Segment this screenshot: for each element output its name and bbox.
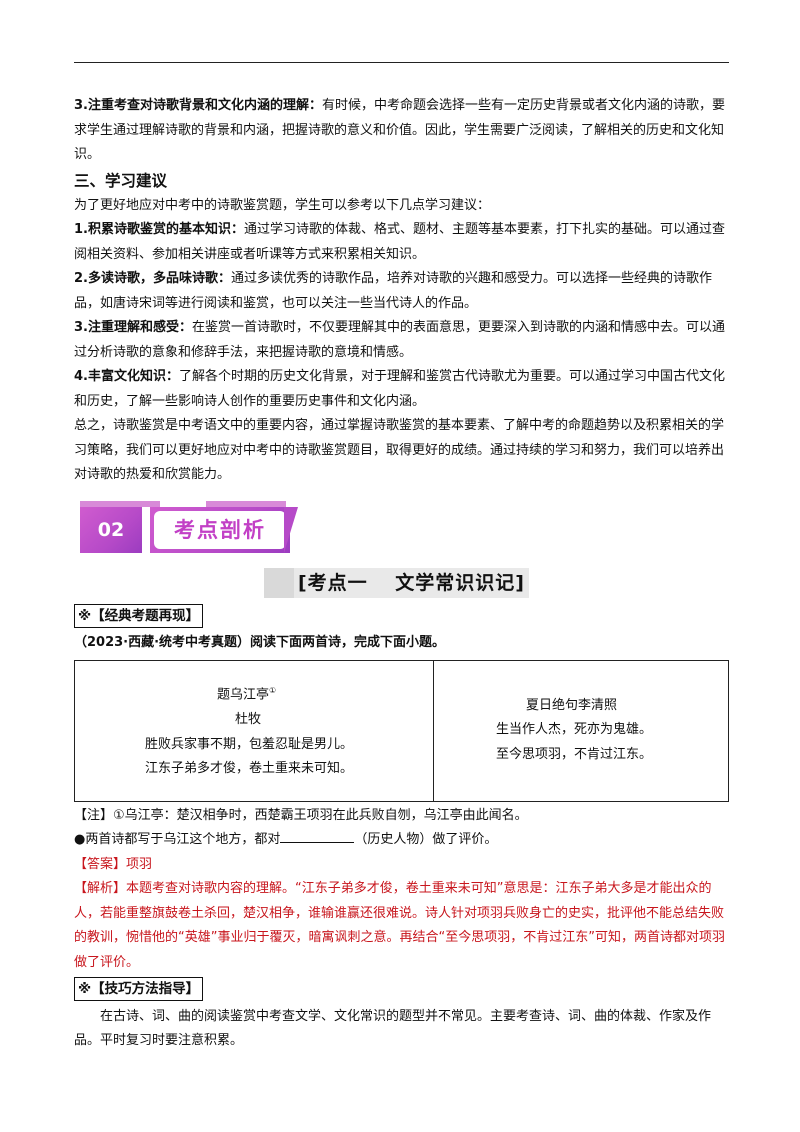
document-body: 3.注重考查对诗歌背景和文化内涵的理解：有时候，中考命题会选择一些有一定历史背景… [74, 94, 729, 1054]
banner-wedge [284, 506, 298, 553]
suggestion-text: 通过学习诗歌的体裁、格式、题材、主题等基本要素，打下扎实的基础。可以通过查阅相关… [74, 222, 725, 262]
analysis-label: 【解析】 [74, 881, 127, 896]
poem-right: 夏日绝句李清照 生当作人杰，死亦为鬼雄。 至今思项羽，不肯过江东。 [434, 661, 728, 801]
paragraph-3-text: 有时候，中考命题会选择一些有一定历史背景或者文化内涵的诗歌，要求学生通过理解诗歌… [74, 98, 725, 162]
exam-point-title: [考点一 文学常识识记] [294, 567, 529, 598]
poem-line: 胜败兵家事不期，包羞忍耻是男儿。 [145, 736, 354, 752]
poem-author: 杜牧 [235, 712, 262, 728]
poem-title: 题乌江亭① [217, 686, 277, 703]
suggestion-3: 3.注重理解和感受：在鉴赏一首诗歌时，不仅要理解其中的表面意思，更要深入到诗歌的… [74, 316, 729, 365]
footnote-mark: ① [269, 686, 277, 696]
answer-label: 【答案】 [74, 856, 127, 872]
suggestion-text: 通过多读优秀的诗歌作品，培养对诗歌的兴趣和感受力。可以选择一些经典的诗歌作品，如… [74, 271, 712, 311]
suggestion-lead: 2.多读诗歌，多品味诗歌： [74, 271, 231, 286]
analysis-text: 本题考查对诗歌内容的理解。“江东子弟多才俊，卷土重来未可知”意思是：江东子弟大多… [74, 881, 725, 970]
question-text: ●两首诗都写于乌江这个地方，都对（历史人物）做了评价。 [74, 828, 729, 853]
suggestion-lead: 1.积累诗歌鉴赏的基本知识： [74, 222, 244, 237]
suggestion-lead: 3.注重理解和感受： [74, 320, 192, 335]
poem-line: 生当作人杰，死亦为鬼雄。 [496, 722, 653, 738]
question-source: （2023·西藏·统考中考真题）阅读下面两首诗，完成下面小题。 [74, 635, 446, 650]
answer-line: 【答案】项羽 [74, 853, 729, 878]
tips-label: ※【技巧方法指导】 [74, 977, 204, 1001]
tips-text: 在古诗、词、曲的阅读鉴赏中考查文学、文化常识的题型并不常见。主要考查诗、词、曲的… [74, 1008, 712, 1049]
banner-title-box: 考点剖析 [150, 506, 290, 553]
suggestion-4: 4.丰富文化知识：了解各个时期的历史文化背景，对于理解和鉴赏古代诗歌尤为重要。可… [74, 365, 729, 414]
classic-question-label: ※【经典考题再现】 [74, 603, 204, 628]
summary-paragraph: 总之，诗歌鉴赏是中考语文中的重要内容，通过掌握诗歌鉴赏的基本要素、了解中考的命题… [74, 418, 725, 482]
exam-point-header: [考点一 文学常识识记] [74, 564, 729, 604]
answer-value: 项羽 [126, 856, 153, 872]
paragraph-3: 3.注重考查对诗歌背景和文化内涵的理解：有时候，中考命题会选择一些有一定历史背景… [74, 94, 729, 168]
answer-blank[interactable] [280, 828, 355, 843]
suggestion-2: 2.多读诗歌，多品味诗歌：通过多读优秀的诗歌作品，培养对诗歌的兴趣和感受力。可以… [74, 267, 729, 316]
exam-point-marker [264, 567, 294, 598]
classic-label-row: ※【经典考题再现】 [74, 603, 729, 630]
paragraph-3-lead: 3.注重考查对诗歌背景和文化内涵的理解： [74, 98, 322, 113]
poem-note: 【注】①乌江亭：楚汉相争时，西楚霸王项羽在此兵败自刎，乌江亭由此闻名。 [74, 807, 528, 823]
suggestion-1: 1.积累诗歌鉴赏的基本知识：通过学习诗歌的体裁、格式、题材、主题等基本要素，打下… [74, 218, 729, 267]
suggestion-lead: 4.丰富文化知识： [74, 369, 179, 384]
section-banner: 02 考点剖析 [74, 498, 729, 560]
poem-table: 题乌江亭① 杜牧 胜败兵家事不期，包羞忍耻是男儿。 江东子弟多才俊，卷土重来未可… [74, 659, 729, 802]
poem-line: 江东子弟多才俊，卷土重来未可知。 [145, 761, 354, 777]
banner-number: 02 [80, 506, 142, 553]
banner-stripe [80, 500, 160, 507]
suggestion-text: 了解各个时期的历史文化背景，对于理解和鉴赏古代诗歌尤为重要。可以通过学习中国古代… [74, 369, 725, 409]
poem-title: 夏日绝句李清照 [526, 697, 618, 713]
intro-text: 为了更好地应对中考中的诗歌鉴赏题，学生可以参考以下几点学习建议： [74, 197, 491, 213]
banner-title: 考点剖析 [154, 510, 286, 549]
banner-stripe [206, 500, 286, 507]
poem-left: 题乌江亭① 杜牧 胜败兵家事不期，包羞忍耻是男儿。 江东子弟多才俊，卷土重来未可… [75, 660, 434, 801]
analysis-paragraph: 【解析】本题考查对诗歌内容的理解。“江东子弟多才俊，卷土重来未可知”意思是：江东… [74, 877, 729, 975]
suggestion-text: 在鉴赏一首诗歌时，不仅要理解其中的表面意思，更要深入到诗歌的内涵和情感中去。可以… [74, 320, 725, 360]
tips-label-row: ※【技巧方法指导】 [74, 977, 729, 1003]
section-heading: 三、学习建议 [74, 171, 168, 190]
poem-line: 至今思项羽，不肯过江东。 [496, 746, 653, 762]
header-rule [74, 62, 729, 63]
